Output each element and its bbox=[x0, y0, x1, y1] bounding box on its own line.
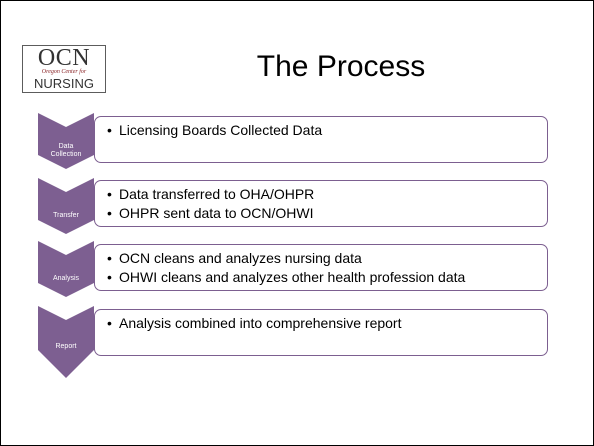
bullet-text: Licensing Boards Collected Data bbox=[119, 122, 323, 138]
bullet-text: OHWI cleans and analyzes other health pr… bbox=[119, 269, 466, 285]
chevron-step-analysis: Analysis bbox=[38, 241, 94, 297]
bullet-text: OHPR sent data to OCN/OHWI bbox=[119, 205, 314, 221]
list-item: •OHPR sent data to OCN/OHWI bbox=[107, 205, 314, 221]
step-box-data-collection: •Licensing Boards Collected Data bbox=[94, 116, 548, 163]
step-label-line: Transfer bbox=[53, 212, 79, 219]
bullet-text: Data transferred to OHA/OHPR bbox=[119, 186, 315, 202]
logo-nursing-text: NURSING bbox=[34, 76, 94, 91]
step-label-line: Analysis bbox=[52, 275, 80, 282]
step-label-line: Data bbox=[58, 143, 74, 150]
list-item: •Licensing Boards Collected Data bbox=[107, 122, 323, 138]
list-item: •Analysis combined into comprehensive re… bbox=[107, 315, 402, 331]
list-item: •OHWI cleans and analyzes other health p… bbox=[107, 269, 466, 285]
bullet-text: OCN cleans and analyzes nursing data bbox=[119, 250, 362, 266]
list-item: •Data transferred to OHA/OHPR bbox=[107, 186, 315, 202]
step-box-analysis: •OCN cleans and analyzes nursing data •O… bbox=[94, 244, 548, 291]
list-item: •OCN cleans and analyzes nursing data bbox=[107, 250, 362, 266]
step-box-report: •Analysis combined into comprehensive re… bbox=[94, 309, 548, 356]
ocn-logo: OCN Oregon Center for NURSING bbox=[22, 45, 106, 93]
step-label-line: Report bbox=[55, 343, 77, 350]
logo-ocn-text: OCN bbox=[37, 45, 91, 71]
chevron-step-transfer: Transfer bbox=[38, 178, 94, 234]
bullet-text: Analysis combined into comprehensive rep… bbox=[119, 315, 402, 331]
chevron-step-data-collection: Data Collection bbox=[38, 113, 94, 169]
step-box-transfer: •Data transferred to OHA/OHPR •OHPR sent… bbox=[94, 180, 548, 227]
slide-title: The Process bbox=[256, 50, 426, 83]
step-label-line: Collection bbox=[50, 151, 82, 158]
chevron-step-report: Report bbox=[38, 306, 94, 380]
logo-subtitle-text: Oregon Center for bbox=[41, 69, 87, 75]
